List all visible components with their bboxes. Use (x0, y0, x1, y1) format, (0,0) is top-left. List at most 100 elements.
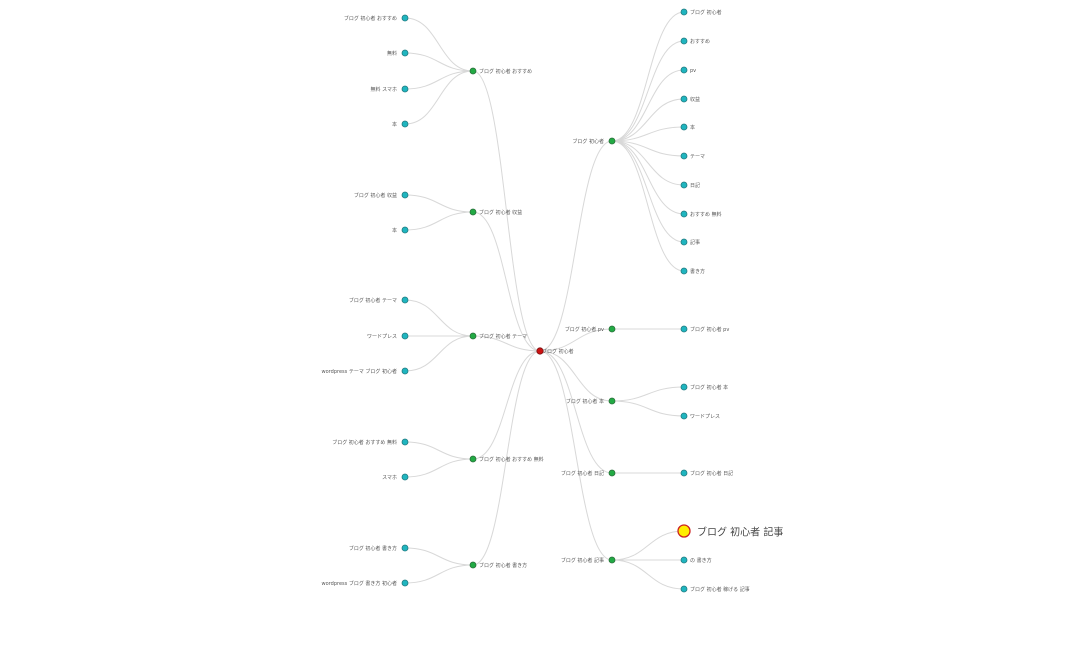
tree-link (611, 11, 685, 142)
tree-link (611, 126, 685, 142)
branch-node[interactable] (469, 67, 477, 75)
leaf-node[interactable] (680, 152, 688, 160)
branch-node[interactable] (608, 556, 616, 564)
tree-link (611, 69, 685, 142)
leaf-node[interactable] (401, 120, 409, 128)
tree-link (611, 559, 685, 590)
leaf-node[interactable] (680, 556, 688, 564)
branch-node[interactable] (469, 332, 477, 340)
leaf-node[interactable] (680, 383, 688, 391)
tree-link (611, 386, 685, 402)
leaf-node[interactable] (401, 85, 409, 93)
leaf-node[interactable] (401, 332, 409, 340)
leaf-label: 本 (392, 121, 397, 128)
leaf-label: おすすめ 無料 (690, 211, 722, 218)
branch-label: ブログ 初心者 日記 (561, 470, 604, 477)
leaf-label: ワードプレス (367, 334, 397, 340)
tree-link (404, 441, 474, 460)
branch-node[interactable] (469, 208, 477, 216)
tree-link (404, 458, 474, 478)
leaf-node[interactable] (680, 238, 688, 246)
leaf-node[interactable] (401, 191, 409, 199)
branch-node[interactable] (469, 561, 477, 569)
tree-link (472, 350, 541, 566)
leaf-label: 無料 スマホ (371, 86, 397, 93)
tree-link (404, 70, 474, 90)
leaf-node[interactable] (680, 325, 688, 333)
tree-link (539, 350, 613, 561)
branch-node[interactable] (469, 455, 477, 463)
leaf-node[interactable] (401, 226, 409, 234)
tree-link (472, 335, 541, 352)
branch-label: ブログ 初心者 おすすめ 無料 (479, 456, 544, 463)
leaf-node[interactable] (680, 181, 688, 189)
leaf-node[interactable] (401, 579, 409, 587)
leaf-label: pv (690, 68, 696, 74)
leaf-node[interactable] (401, 473, 409, 481)
tree-link (611, 400, 685, 417)
branch-label: ブログ 初心者 (572, 138, 604, 145)
leaf-node[interactable] (680, 8, 688, 16)
leaf-label: ブログ 初心者 おすすめ 無料 (332, 439, 397, 446)
leaf-node[interactable] (680, 123, 688, 131)
leaf-node[interactable] (680, 267, 688, 275)
tree-link (611, 140, 685, 157)
branch-label: ブログ 初心者 記事 (561, 557, 604, 564)
leaf-label: の 書き方 (690, 557, 712, 564)
leaf-node[interactable] (401, 544, 409, 552)
leaf-label: 記事 (690, 239, 700, 246)
tree-link (404, 335, 474, 372)
leaf-label: 収益 (690, 96, 700, 103)
leaf-label: 無料 (387, 50, 397, 57)
leaf-node[interactable] (680, 585, 688, 593)
tree-link (611, 140, 685, 215)
leaf-label: ブログ 初心者 おすすめ (344, 15, 397, 22)
root-label: ブログ 初心者 (542, 348, 574, 355)
leaf-label: ブログ 初心者 稼げる 記事 (690, 586, 750, 593)
leaf-label: 本 (392, 227, 397, 234)
branch-node[interactable] (608, 325, 616, 333)
tree-link (539, 350, 613, 402)
leaf-label: ブログ 初心者 書き方 (349, 545, 397, 552)
leaf-node[interactable] (680, 412, 688, 420)
tree-link (611, 140, 685, 243)
leaf-label: 日記 (690, 182, 700, 189)
tree-link (611, 98, 685, 142)
tree-link (611, 530, 685, 561)
leaf-node[interactable] (680, 469, 688, 477)
tree-link (404, 194, 474, 213)
tree-links (404, 11, 685, 590)
leaf-label: wordpress ブログ 書き方 初心者 (322, 580, 397, 587)
leaf-node[interactable] (680, 95, 688, 103)
leaf-node[interactable] (401, 438, 409, 446)
tree-link (472, 350, 541, 460)
highlighted-leaf-node[interactable] (677, 524, 691, 538)
branch-node[interactable] (608, 397, 616, 405)
leaf-label: ブログ 初心者 (690, 9, 722, 16)
leaf-node[interactable] (401, 367, 409, 375)
tree-link (404, 17, 474, 72)
leaf-node[interactable] (680, 210, 688, 218)
leaf-label: wordpress テーマ ブログ 初心者 (322, 368, 397, 375)
leaf-node[interactable] (401, 296, 409, 304)
root-node[interactable] (536, 347, 544, 355)
branch-node[interactable] (608, 469, 616, 477)
branch-label: ブログ 初心者 pv (565, 326, 604, 333)
leaf-node[interactable] (680, 66, 688, 74)
leaf-node[interactable] (401, 49, 409, 57)
tree-link (539, 350, 613, 474)
leaf-label: ブログ 初心者 収益 (354, 192, 397, 199)
leaf-label: おすすめ (690, 38, 710, 45)
tree-link (404, 564, 474, 584)
leaf-node[interactable] (401, 14, 409, 22)
tree-link (611, 140, 685, 186)
leaf-node[interactable] (680, 37, 688, 45)
tree-link (539, 140, 613, 352)
branch-label: ブログ 初心者 書き方 (479, 562, 527, 569)
leaf-label: ブログ 初心者 日記 (690, 470, 733, 477)
tree-link (611, 140, 685, 272)
leaf-label: ワードプレス (690, 414, 720, 420)
branch-node[interactable] (608, 137, 616, 145)
tree-link (404, 52, 474, 72)
